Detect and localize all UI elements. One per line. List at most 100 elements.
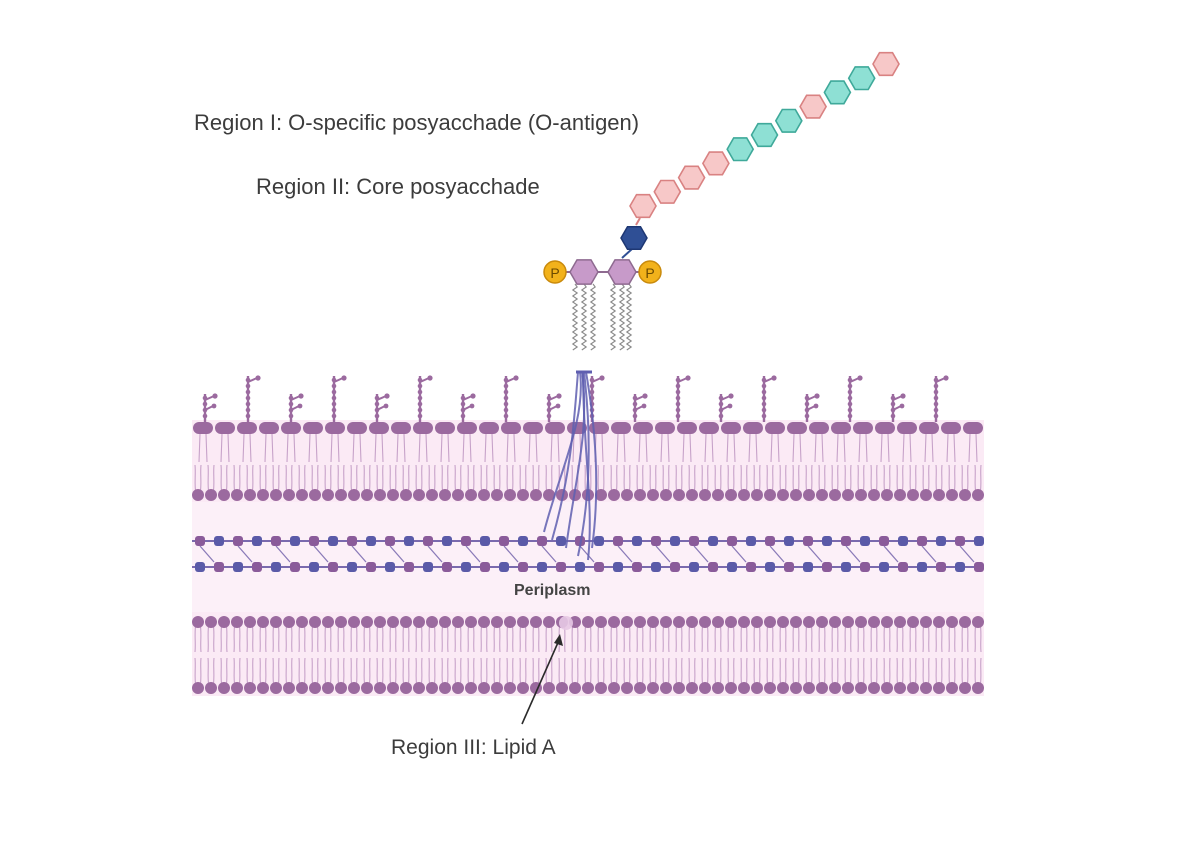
lps-head xyxy=(919,422,939,434)
lipid-head xyxy=(543,682,555,694)
lps-head xyxy=(523,422,543,434)
o-antigen-chain xyxy=(629,51,900,219)
chain-bead xyxy=(847,389,853,395)
lps-head xyxy=(765,422,785,434)
lipid-head xyxy=(946,489,958,501)
o-antigen-sugar-teal xyxy=(726,137,755,162)
inner-lower-lipid xyxy=(452,657,464,694)
glycan-unit xyxy=(841,536,851,546)
lps-head xyxy=(831,422,851,434)
outer-inner-leaflet-lipid xyxy=(491,464,503,501)
inner-upper-lipid xyxy=(439,616,451,653)
glycan-unit xyxy=(385,562,395,572)
lps-head xyxy=(897,422,917,434)
lps-head xyxy=(941,422,961,434)
lipid-head xyxy=(413,489,425,501)
lps-tail xyxy=(352,433,362,463)
outer-inner-leaflet-lipid xyxy=(751,464,763,501)
core-bond xyxy=(635,217,641,226)
lipid-head xyxy=(725,616,737,628)
lipid-head xyxy=(764,616,776,628)
inner-lower-lipid xyxy=(478,657,490,694)
chain-bead xyxy=(761,401,767,407)
lipid-a-disaccharide xyxy=(566,259,640,285)
lipid-head xyxy=(582,616,594,628)
lipid-head xyxy=(907,489,919,501)
chain-bead xyxy=(331,401,337,407)
outer-inner-leaflet-lipid xyxy=(894,464,906,501)
surface-lps-chain xyxy=(632,393,648,422)
lipid-head xyxy=(621,682,633,694)
outer-inner-leaflet-lipid xyxy=(231,464,243,501)
lipid-head xyxy=(725,682,737,694)
glycan-unit xyxy=(309,536,319,546)
lps-head xyxy=(721,422,741,434)
lipid-head xyxy=(530,616,542,628)
lipid-head xyxy=(218,489,230,501)
outer-inner-leaflet-lipid xyxy=(972,464,984,501)
inner-upper-lipid xyxy=(491,616,503,653)
chain-bead xyxy=(589,389,595,395)
outer-inner-leaflet-lipid xyxy=(881,464,893,501)
lipid-head xyxy=(517,489,529,501)
outer-inner-leaflet-lipid xyxy=(660,464,672,501)
chain-bead xyxy=(288,413,294,419)
chain-bead xyxy=(814,393,820,399)
glycan-unit xyxy=(613,536,623,546)
peptide-bridge xyxy=(199,545,215,563)
inner-upper-lipid xyxy=(829,616,841,653)
inner-upper-lipid xyxy=(257,616,269,653)
inner-membrane-phospholipids xyxy=(192,616,984,694)
outer-inner-leaflet-lipid xyxy=(504,464,516,501)
lipid-head xyxy=(452,489,464,501)
inner-lower-lipid xyxy=(309,657,321,694)
o-antigen-sugar-teal xyxy=(774,108,803,133)
o-antigen-sugar-pink xyxy=(872,51,900,77)
lipid-head xyxy=(920,616,932,628)
lipid-head xyxy=(335,489,347,501)
outer-inner-leaflet-lipid xyxy=(530,464,542,501)
outer-inner-leaflet-lipid xyxy=(218,464,230,501)
lipid-head xyxy=(335,682,347,694)
fatty-acid-chain xyxy=(609,283,617,351)
outer-inner-leaflet-lipid xyxy=(595,464,607,501)
outer-inner-leaflet-lipid xyxy=(777,464,789,501)
inner-upper-lipid xyxy=(673,616,685,653)
lps-head xyxy=(963,422,983,434)
lps-tail xyxy=(726,433,736,463)
surface-lps-chain xyxy=(503,375,519,422)
lipid-head xyxy=(296,616,308,628)
glycan-unit xyxy=(556,536,566,546)
chain-bead xyxy=(632,413,638,419)
lipid-head xyxy=(855,489,867,501)
peptidoglycan-layer xyxy=(192,536,984,572)
lps-head xyxy=(743,422,763,434)
lps-tail xyxy=(242,433,252,463)
surface-lps-chain xyxy=(288,393,304,422)
outer-inner-leaflet-lipid xyxy=(842,464,854,501)
lps-tail xyxy=(858,433,868,463)
lipid-a-sugar xyxy=(569,259,599,285)
lipid-head xyxy=(374,616,386,628)
inner-lower-lipid xyxy=(946,657,958,694)
outer-inner-leaflet-lipid xyxy=(647,464,659,501)
chain-branch xyxy=(634,405,644,411)
outer-inner-leaflet-lipid xyxy=(686,464,698,501)
chain-bead xyxy=(890,413,896,419)
fatty-acid-chain xyxy=(580,283,588,351)
chain-bead xyxy=(513,375,519,381)
lipid-head xyxy=(777,616,789,628)
lipid-head xyxy=(283,616,295,628)
chain-branch xyxy=(806,405,816,411)
lipid-head xyxy=(673,616,685,628)
inner-lower-lipid xyxy=(595,657,607,694)
lps-tail xyxy=(902,433,912,463)
inner-lower-lipid xyxy=(335,657,347,694)
inner-upper-lipid xyxy=(218,616,230,653)
glycan-unit xyxy=(328,536,338,546)
inner-lower-lipid xyxy=(348,657,360,694)
periplasm-label: Periplasm xyxy=(514,582,591,599)
peptide-bridge xyxy=(275,545,291,563)
inner-lower-lipid xyxy=(244,657,256,694)
lipid-head xyxy=(751,616,763,628)
